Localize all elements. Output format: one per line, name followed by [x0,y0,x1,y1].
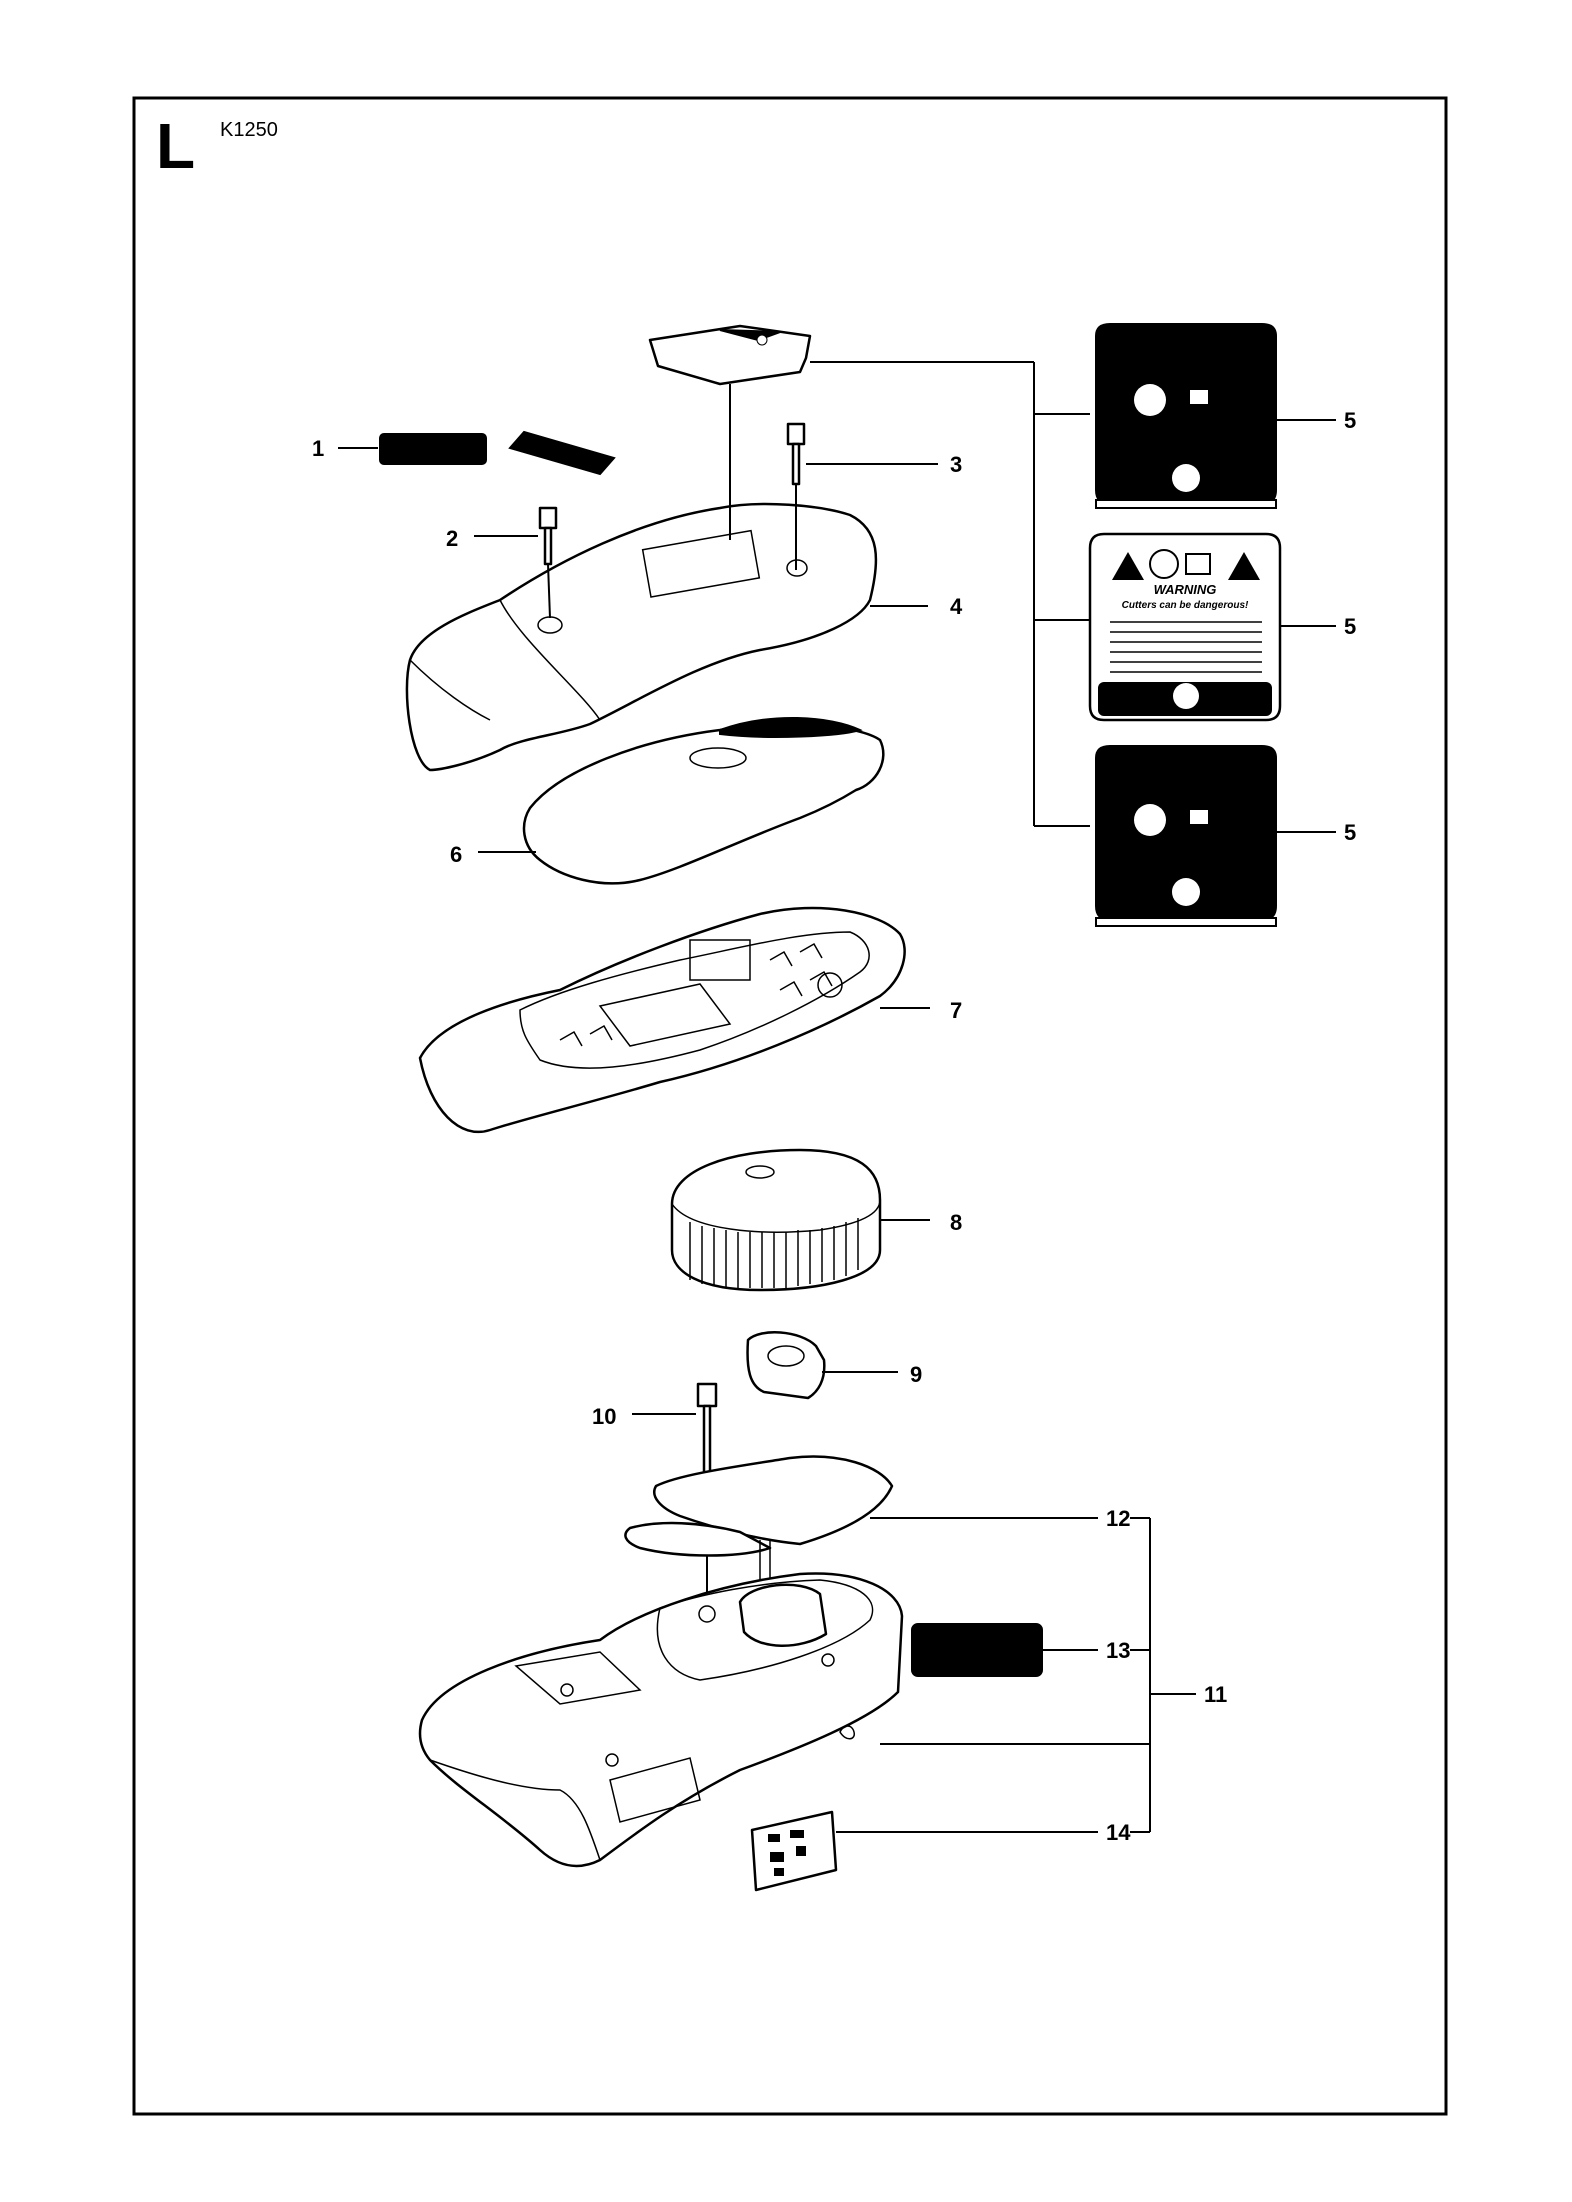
callout-6: 6 [450,842,462,867]
callout-2: 2 [446,526,458,551]
callout-3: 3 [950,452,962,477]
part-5-decal-c [1095,745,1277,927]
callout-5b: 5 [1344,614,1356,639]
part-1-decal [379,430,616,476]
callout-12: 12 [1106,1506,1130,1531]
part-6-prefilter [522,716,885,885]
warning-subtitle: Cutters can be dangerous! [1122,600,1249,611]
callout-1: 1 [312,436,324,461]
part-9-grommet [746,1331,826,1400]
part-8-filter-element [670,1148,882,1292]
callout-14: 14 [1106,1820,1131,1845]
part-13-decal [911,1623,1043,1677]
part-10-long-screw [696,1382,718,1480]
callout-10: 10 [592,1404,616,1429]
model-label: K1250 [220,119,278,141]
part-5-decal-b: WARNING Cutters can be dangerous! [1088,532,1282,722]
callout-9: 9 [910,1362,922,1387]
part-7-filter-holder [418,906,906,1133]
part-14-label [750,1810,838,1892]
bracket-11 [1130,1517,1196,1833]
callout-8: 8 [950,1210,962,1235]
part-11-base-housing [418,1572,904,1868]
section-letter: L [156,110,195,182]
part-2-screw [538,506,558,566]
callout-5a: 5 [1344,408,1356,433]
part-3-screw [786,422,806,486]
part-4-filter-cover [405,502,878,772]
cover-decal [648,324,812,386]
callout-13: 13 [1106,1638,1130,1663]
callout-11: 11 [1204,1682,1227,1707]
part-12-gaskets [624,1455,894,1586]
callout-4: 4 [950,594,963,619]
page-frame [132,96,1448,2116]
callout-5c: 5 [1344,820,1356,845]
callout-7: 7 [950,998,962,1023]
part-5-decal-a [1095,323,1277,509]
warning-title: WARNING [1154,582,1217,597]
